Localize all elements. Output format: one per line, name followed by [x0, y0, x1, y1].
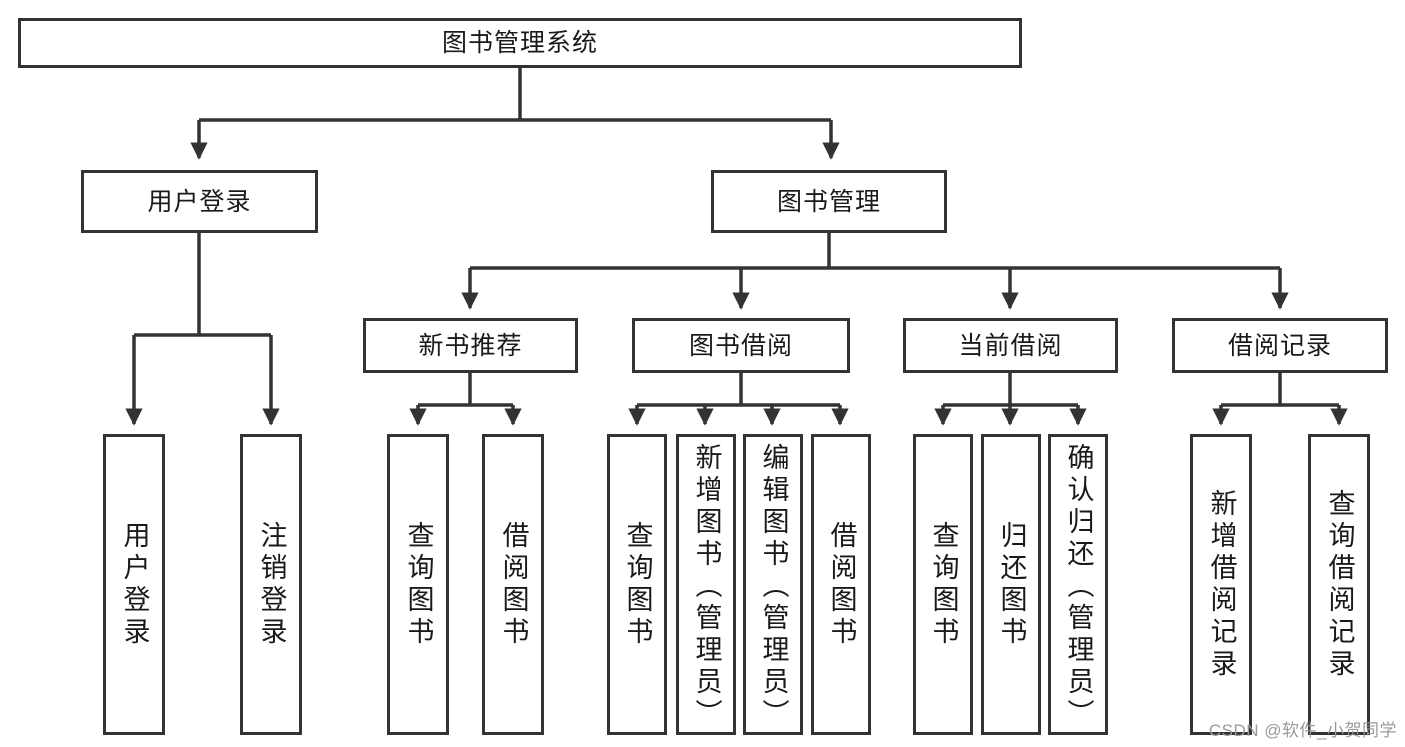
leaf-confirm-return-admin[interactable]: 确认归还（管理员）: [1048, 434, 1108, 735]
node-user-login[interactable]: 用户登录: [81, 170, 318, 233]
node-current-borrow[interactable]: 当前借阅: [903, 318, 1118, 373]
node-user-login-label: 用户登录: [147, 187, 252, 216]
node-book-management-label: 图书管理: [776, 187, 881, 216]
leaf-user-login[interactable]: 用户登录: [103, 434, 165, 735]
leaf-query-books-current[interactable]: 查询图书: [913, 434, 973, 735]
node-new-book-recommend[interactable]: 新书推荐: [363, 318, 578, 373]
leaf-add-book-admin-label: 新增图书（管理员）: [691, 443, 722, 731]
leaf-user-logout-label: 注销登录: [256, 520, 287, 649]
leaf-query-books-current-label: 查询图书: [928, 520, 959, 649]
leaf-borrow-book[interactable]: 借阅图书: [811, 434, 871, 735]
leaf-add-book-admin[interactable]: 新增图书（管理员）: [676, 434, 736, 735]
leaf-query-borrow-record-label: 查询借阅记录: [1324, 488, 1355, 681]
node-book-management[interactable]: 图书管理: [711, 170, 947, 233]
node-borrow-record-label: 借阅记录: [1227, 331, 1332, 360]
node-book-borrow[interactable]: 图书借阅: [632, 318, 850, 373]
leaf-user-login-label: 用户登录: [119, 520, 150, 649]
leaf-query-borrow-record[interactable]: 查询借阅记录: [1308, 434, 1370, 735]
leaf-query-books-borrow[interactable]: 查询图书: [607, 434, 667, 735]
leaf-borrow-books-recommend[interactable]: 借阅图书: [482, 434, 544, 735]
node-borrow-record[interactable]: 借阅记录: [1172, 318, 1388, 373]
node-new-book-recommend-label: 新书推荐: [418, 331, 523, 360]
leaf-add-borrow-record[interactable]: 新增借阅记录: [1190, 434, 1252, 735]
leaf-borrow-book-label: 借阅图书: [826, 520, 857, 649]
leaf-borrow-books-recommend-label: 借阅图书: [498, 520, 529, 649]
watermark: CSDN @软件_小贺同学: [1208, 721, 1397, 740]
leaf-user-logout[interactable]: 注销登录: [240, 434, 302, 735]
node-book-borrow-label: 图书借阅: [688, 331, 793, 360]
leaf-edit-book-admin-label: 编辑图书（管理员）: [758, 443, 789, 731]
node-root[interactable]: 图书管理系统: [18, 18, 1022, 68]
leaf-query-books-borrow-label: 查询图书: [622, 520, 653, 649]
leaf-query-books-recommend[interactable]: 查询图书: [387, 434, 449, 735]
node-current-borrow-label: 当前借阅: [958, 331, 1063, 360]
leaf-confirm-return-admin-label: 确认归还（管理员）: [1063, 443, 1094, 731]
leaf-return-book[interactable]: 归还图书: [981, 434, 1041, 735]
leaf-add-borrow-record-label: 新增借阅记录: [1206, 488, 1237, 681]
node-root-label: 图书管理系统: [441, 29, 598, 57]
leaf-edit-book-admin[interactable]: 编辑图书（管理员）: [743, 434, 803, 735]
leaf-query-books-recommend-label: 查询图书: [403, 520, 434, 649]
leaf-return-book-label: 归还图书: [996, 520, 1027, 649]
